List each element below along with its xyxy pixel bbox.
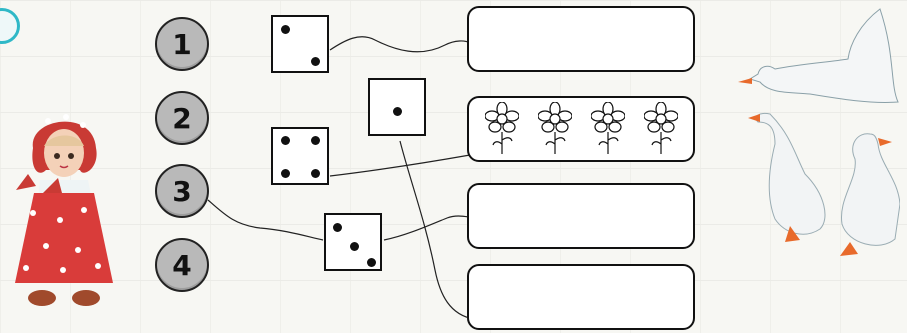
answer-box-1[interactable] [467,6,695,72]
girl-illustration [8,108,118,313]
flower-icon [538,102,572,156]
flower-icon [485,102,519,156]
number-circle-1: 1 [155,17,209,71]
flower-group [469,98,693,160]
die-pip [393,107,402,116]
die-pip [311,136,320,145]
die-pip [311,169,320,178]
die-pip [350,242,359,251]
line-num3-die4 [208,200,323,240]
answer-box-3[interactable] [467,183,695,249]
flower-icon [591,102,625,156]
die-pip [333,223,342,232]
die-pip [311,57,320,66]
flower-icon [644,102,678,156]
answer-box-4[interactable] [467,264,695,330]
die-pip [281,169,290,178]
line-die2-box4 [400,141,474,319]
number-circle-4: 4 [155,238,209,292]
die-three [324,213,382,271]
die-one [368,78,426,136]
answer-box-2[interactable] [467,96,695,162]
line-die3-box2 [330,155,470,176]
die-pip [367,258,376,267]
die-pip [281,25,290,34]
goose-illustration [730,4,900,259]
die-pip [281,136,290,145]
number-circle-2: 2 [155,91,209,145]
die-two [271,15,329,73]
line-die4-box3 [384,216,469,240]
line-die1-box1 [330,37,470,52]
die-four [271,127,329,185]
number-circle-3: 3 [155,164,209,218]
